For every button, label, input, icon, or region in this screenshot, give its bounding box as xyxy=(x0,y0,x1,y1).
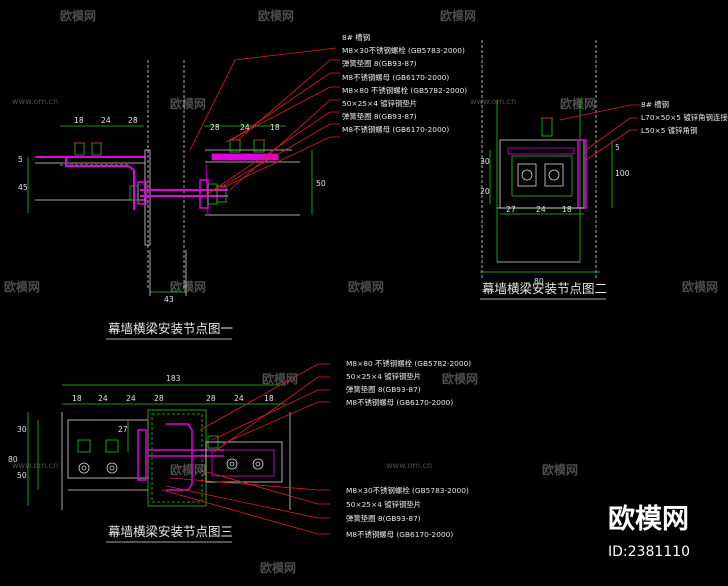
svg-text:L70×50×5 镀锌角钢连接件: L70×50×5 镀锌角钢连接件 xyxy=(641,113,728,122)
svg-text:100: 100 xyxy=(615,169,630,178)
svg-text:28: 28 xyxy=(128,116,138,125)
svg-text:www.om.cn: www.om.cn xyxy=(470,97,516,106)
brand-logo: 欧模网 ID:2381110 xyxy=(608,504,690,560)
svg-text:欧模网: 欧模网 xyxy=(260,560,296,575)
svg-text:43: 43 xyxy=(164,295,174,304)
svg-text:8# 槽钢: 8# 槽钢 xyxy=(342,33,370,42)
figure-1-notes: 8# 槽钢 M8×30不锈钢螺栓 (GB5783-2000) 弹簧垫圈 8(GB… xyxy=(342,33,467,134)
svg-text:欧模网: 欧模网 xyxy=(4,279,40,294)
figure-2-title: 幕墙横梁安装节点图二 xyxy=(482,281,607,296)
svg-text:M8×30不锈钢螺栓 (GB5783-2000): M8×30不锈钢螺栓 (GB5783-2000) xyxy=(346,486,469,495)
svg-text:弹簧垫圈 8(GB93-87): 弹簧垫圈 8(GB93-87) xyxy=(346,385,421,394)
watermark-9: 欧模网 xyxy=(260,560,296,575)
svg-text:183: 183 xyxy=(166,374,181,383)
svg-text:27: 27 xyxy=(506,205,516,214)
svg-text:50×25×4 镀锌钢垫片: 50×25×4 镀锌钢垫片 xyxy=(342,99,417,108)
svg-text:L50×5 镀锌角钢: L50×5 镀锌角钢 xyxy=(641,126,697,135)
svg-text:欧模网: 欧模网 xyxy=(682,279,718,294)
svg-text:50: 50 xyxy=(316,179,326,188)
svg-text:欧模网: 欧模网 xyxy=(560,96,596,111)
svg-text:28: 28 xyxy=(154,394,164,403)
svg-text:50×25×4 镀锌钢垫片: 50×25×4 镀锌钢垫片 xyxy=(346,372,421,381)
figure-3-notes-bottom: M8×30不锈钢螺栓 (GB5783-2000) 50×25×4 镀锌钢垫片 弹… xyxy=(346,486,469,539)
svg-text:弹簧垫圈 8(GB93-87): 弹簧垫圈 8(GB93-87) xyxy=(342,59,417,68)
svg-text:欧模网: 欧模网 xyxy=(262,371,298,386)
svg-text:27: 27 xyxy=(118,425,128,434)
svg-text:8# 槽钢: 8# 槽钢 xyxy=(641,100,669,109)
svg-text:弹簧垫圈 8(GB93-87): 弹簧垫圈 8(GB93-87) xyxy=(346,514,421,523)
svg-text:M8×30不锈钢螺栓 (GB5783-2000): M8×30不锈钢螺栓 (GB5783-2000) xyxy=(342,46,465,55)
svg-text:80: 80 xyxy=(534,277,544,286)
svg-text:30: 30 xyxy=(480,157,490,166)
watermark-6: 欧模网 欧模网 欧模网 欧模网 xyxy=(4,279,718,294)
figure-2 xyxy=(480,40,640,278)
svg-text:5: 5 xyxy=(18,155,23,164)
svg-text:18: 18 xyxy=(264,394,274,403)
svg-text:45: 45 xyxy=(18,183,28,192)
watermark-7: 欧模网 欧模网 xyxy=(262,371,478,386)
watermark-5: 欧模网 www.om.cn xyxy=(470,96,596,111)
svg-text:28: 28 xyxy=(206,394,216,403)
svg-text:欧模网: 欧模网 xyxy=(170,462,206,477)
svg-text:M8×80 不锈钢螺栓 (GB5782-2000): M8×80 不锈钢螺栓 (GB5782-2000) xyxy=(346,359,471,368)
svg-text:80: 80 xyxy=(8,455,18,464)
figure-3-title: 幕墙横梁安装节点图三 xyxy=(108,524,233,539)
figure-1-dims: 18 24 28 28 24 18 5 45 50 43 xyxy=(18,116,326,304)
svg-text:24: 24 xyxy=(240,123,250,132)
svg-text:欧模网: 欧模网 xyxy=(348,279,384,294)
figure-2-notes: 8# 槽钢 L70×50×5 镀锌角钢连接件 L50×5 镀锌角钢 xyxy=(641,100,728,135)
watermark-4: 欧模网 www.om.cn xyxy=(12,96,206,111)
svg-text:20: 20 xyxy=(480,187,490,196)
svg-text:18: 18 xyxy=(74,116,84,125)
svg-text:M8不锈钢螺母 (GB6170-2000): M8不锈钢螺母 (GB6170-2000) xyxy=(342,125,449,134)
figure-2-dims: 30 20 5 100 27 24 18 80 xyxy=(480,143,630,286)
svg-text:欧模网: 欧模网 xyxy=(542,462,578,477)
svg-text:ID:2381110: ID:2381110 xyxy=(608,544,690,560)
svg-text:24: 24 xyxy=(536,205,546,214)
watermark-8: 欧模网 欧模网 www.om.cn www.om.cn xyxy=(12,461,578,477)
svg-text:28: 28 xyxy=(210,123,220,132)
svg-text:30: 30 xyxy=(17,425,27,434)
svg-text:50: 50 xyxy=(17,471,27,480)
svg-text:18: 18 xyxy=(72,394,82,403)
figure-1-title: 幕墙横梁安装节点图一 xyxy=(108,321,233,336)
watermark-1: 欧模网 xyxy=(60,8,96,23)
svg-text:www.om.cn: www.om.cn xyxy=(12,461,58,470)
watermark-layer: 欧模网 欧模网 欧模网 欧模网 www.om.cn 欧模网 www.om.cn … xyxy=(4,8,718,575)
svg-text:欧模网: 欧模网 xyxy=(170,279,206,294)
svg-text:欧模网: 欧模网 xyxy=(608,504,689,535)
svg-text:弹簧垫圈 8(GB93-87): 弹簧垫圈 8(GB93-87) xyxy=(342,112,417,121)
svg-text:欧模网: 欧模网 xyxy=(440,8,476,23)
svg-text:50×25×4 镀锌钢垫片: 50×25×4 镀锌钢垫片 xyxy=(346,500,421,509)
svg-text:www.om.cn: www.om.cn xyxy=(386,461,432,470)
watermark-3: 欧模网 xyxy=(440,8,476,23)
figure-3 xyxy=(27,363,330,535)
svg-text:欧模网: 欧模网 xyxy=(170,96,206,111)
svg-text:18: 18 xyxy=(562,205,572,214)
svg-text:24: 24 xyxy=(101,116,111,125)
figure-3-dims: 183 18 24 24 28 28 24 18 80 30 50 27 xyxy=(8,374,274,480)
svg-text:24: 24 xyxy=(234,394,244,403)
figure-1 xyxy=(27,47,340,296)
svg-text:M8不锈钢螺母 (GB6170-2000): M8不锈钢螺母 (GB6170-2000) xyxy=(346,398,453,407)
svg-text:欧模网: 欧模网 xyxy=(60,8,96,23)
svg-text:5: 5 xyxy=(615,143,620,152)
svg-text:欧模网: 欧模网 xyxy=(258,8,294,23)
svg-text:M8×80 不锈钢螺栓 (GB5782-2000): M8×80 不锈钢螺栓 (GB5782-2000) xyxy=(342,86,467,95)
svg-text:www.om.cn: www.om.cn xyxy=(12,97,58,106)
figure-3-notes-top: M8×80 不锈钢螺栓 (GB5782-2000) 50×25×4 镀锌钢垫片 … xyxy=(346,359,471,407)
svg-text:M8不锈钢螺母 (GB6170-2000): M8不锈钢螺母 (GB6170-2000) xyxy=(342,73,449,82)
svg-text:18: 18 xyxy=(270,123,280,132)
svg-text:M8不锈钢螺母 (GB6170-2000): M8不锈钢螺母 (GB6170-2000) xyxy=(346,530,453,539)
svg-text:24: 24 xyxy=(126,394,136,403)
svg-text:欧模网: 欧模网 xyxy=(442,371,478,386)
watermark-2: 欧模网 xyxy=(258,8,294,23)
svg-text:24: 24 xyxy=(98,394,108,403)
